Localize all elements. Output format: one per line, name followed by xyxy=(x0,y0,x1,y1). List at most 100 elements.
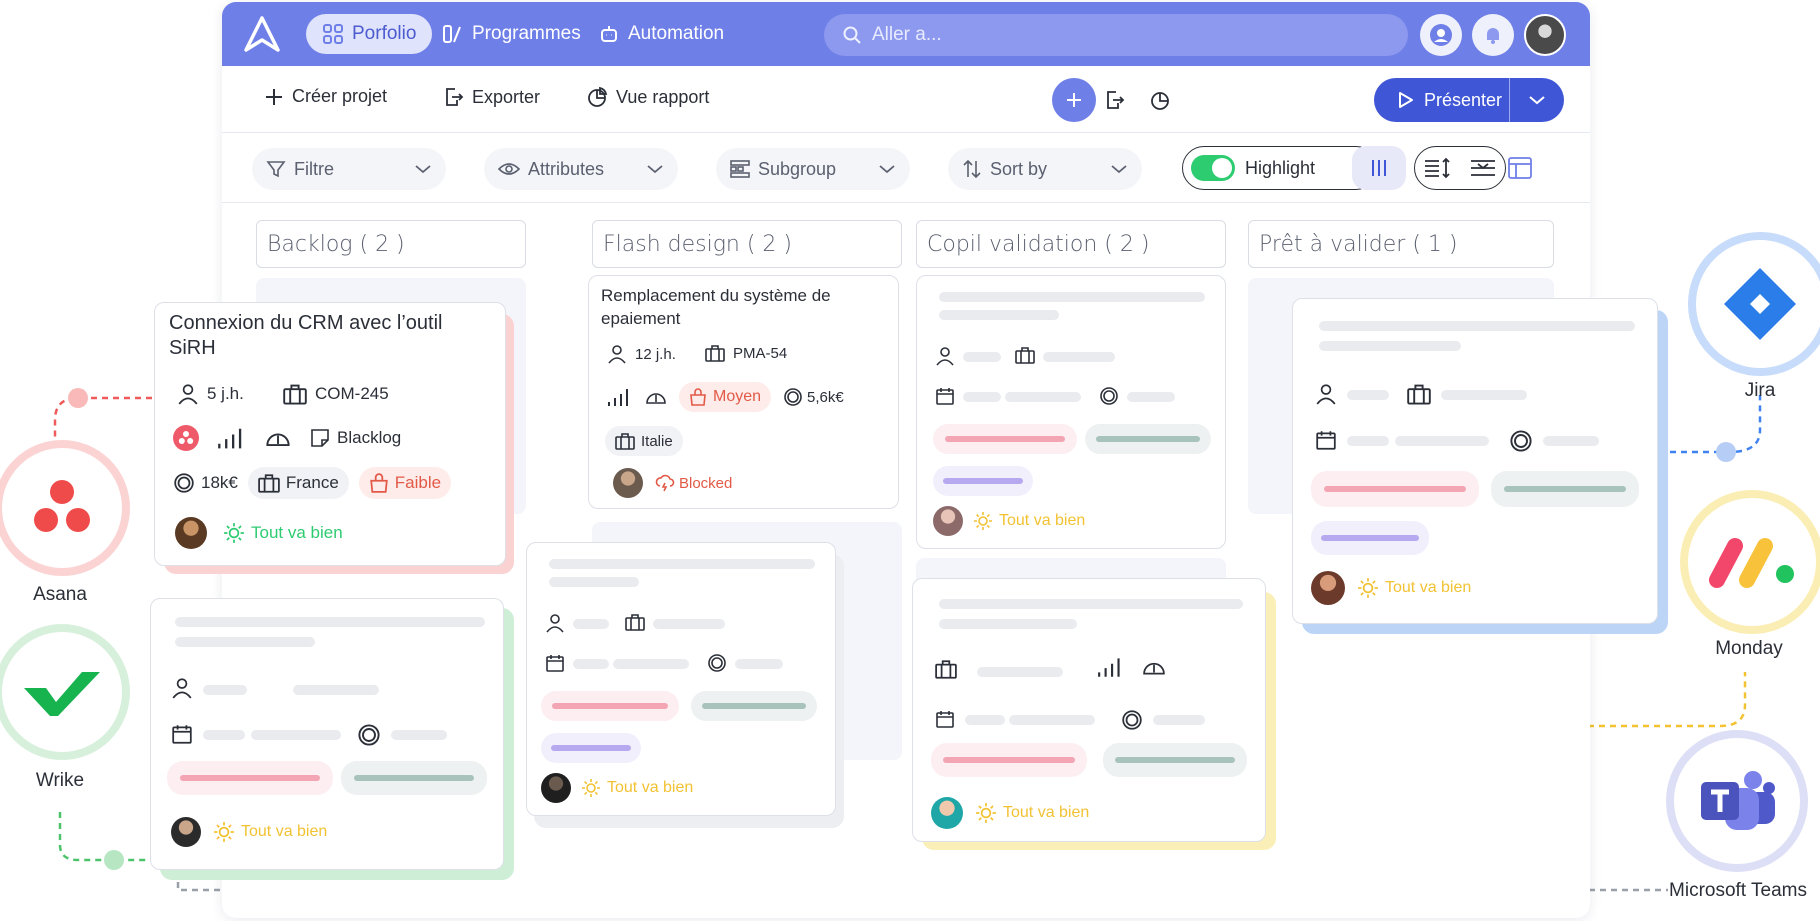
nav-tab-portfolio[interactable]: Porfolio xyxy=(306,14,433,54)
export-icon xyxy=(1103,89,1125,111)
signal-bars-icon xyxy=(607,386,633,408)
priority-value: Faible xyxy=(394,473,442,492)
assignee-avatar[interactable] xyxy=(541,773,571,803)
skeleton-line xyxy=(939,619,1077,629)
assignee-avatar[interactable] xyxy=(613,468,643,498)
wrike-integration[interactable] xyxy=(0,624,130,760)
skeleton-line xyxy=(963,352,1001,362)
search-input[interactable]: Aller a... xyxy=(824,14,1408,56)
skeleton-line xyxy=(1395,436,1489,446)
export-icon-button[interactable] xyxy=(1092,78,1136,122)
signal-bars-icon xyxy=(1097,655,1125,679)
user-icon xyxy=(607,344,627,364)
profile-button[interactable] xyxy=(1420,14,1462,56)
tag-placeholder xyxy=(167,761,333,795)
tag-placeholder xyxy=(933,424,1077,454)
skeleton-line xyxy=(203,685,247,695)
assignee-avatar[interactable] xyxy=(175,517,207,549)
column-title: Flash design ( 2 ) xyxy=(603,231,793,257)
pie-chart-icon xyxy=(586,86,608,108)
present-label: Présenter xyxy=(1424,89,1503,110)
jira-integration[interactable] xyxy=(1688,232,1820,376)
skeleton-line xyxy=(1319,341,1461,351)
sort-icon xyxy=(962,159,982,179)
nav-tab-programmes[interactable]: Programmes xyxy=(426,14,597,54)
export-button[interactable]: Exporter xyxy=(442,86,540,108)
skeleton-line xyxy=(613,659,689,669)
sort-by-dropdown[interactable]: Sort by xyxy=(948,148,1142,190)
wrike-label: Wrike xyxy=(35,770,85,791)
skeleton-line xyxy=(175,637,315,647)
user-avatar[interactable] xyxy=(1524,14,1566,56)
skeleton-line xyxy=(735,659,783,669)
coins-icon xyxy=(783,387,803,407)
programmes-icon xyxy=(442,23,464,45)
column-header-copil-validation: Copil validation ( 2 ) xyxy=(916,220,1226,268)
calendar-icon xyxy=(171,723,193,745)
filter-dropdown[interactable]: Filtre xyxy=(252,148,446,190)
monday-integration[interactable] xyxy=(1680,490,1820,634)
attributes-dropdown[interactable]: Attributes xyxy=(484,148,678,190)
create-project-button[interactable]: Créer projet xyxy=(264,86,387,107)
sun-icon xyxy=(213,821,235,843)
add-button[interactable] xyxy=(1052,78,1096,122)
user-icon xyxy=(171,677,193,699)
chevron-down-icon xyxy=(1528,94,1546,106)
placeholder-card[interactable]: Tout va bien xyxy=(1292,298,1658,624)
row-density-toggle[interactable] xyxy=(1414,146,1506,190)
health-status: Tout va bien xyxy=(975,802,1089,824)
card-title: Connexion du CRM avec l’outil SiRH xyxy=(169,312,443,359)
grid-icon xyxy=(730,160,750,178)
assignee-avatar[interactable] xyxy=(933,506,963,536)
health-value: Tout va bien xyxy=(241,823,328,840)
microsoft-teams-label: Microsoft Teams xyxy=(1669,880,1807,901)
blocked-flag: Blocked xyxy=(655,474,732,492)
columns-view-button[interactable] xyxy=(1352,146,1406,190)
eye-icon xyxy=(498,161,520,177)
health-status: Tout va bien xyxy=(973,511,1085,531)
create-project-label: Créer projet xyxy=(292,86,388,106)
budget: 18k€ xyxy=(173,472,238,494)
columns-icon xyxy=(1369,158,1389,178)
project-card-crm[interactable]: Connexion du CRM avec l’outil SiRH 5 j.h… xyxy=(154,302,506,566)
filterbar-divider xyxy=(222,202,1590,203)
placeholder-footer: Tout va bien xyxy=(933,506,1085,536)
placeholder-meta xyxy=(1315,383,1337,405)
present-dropdown-button[interactable] xyxy=(1510,94,1564,106)
placeholder-card[interactable]: Tout va bien xyxy=(912,578,1266,842)
bag-icon xyxy=(369,473,389,493)
placeholder-meta xyxy=(935,346,955,366)
placeholder-meta xyxy=(545,653,565,673)
project-card-epaiement[interactable]: Remplacement du système de epaiement 12 … xyxy=(588,275,899,509)
nav-tab-automation[interactable]: Automation xyxy=(582,14,740,54)
highlight-toggle[interactable]: Highlight xyxy=(1182,146,1378,190)
layout-view-button[interactable] xyxy=(1498,146,1542,190)
highlight-label: Highlight xyxy=(1245,157,1316,178)
user-icon xyxy=(935,346,955,366)
present-button[interactable]: Présenter xyxy=(1374,78,1510,122)
assignee-avatar[interactable] xyxy=(931,797,963,829)
microsoft-teams-integration[interactable] xyxy=(1666,730,1808,872)
teams-icon xyxy=(1697,766,1777,836)
toggle-switch[interactable] xyxy=(1191,155,1235,181)
nav-tab-label: Porfolio xyxy=(352,23,417,44)
asana-badge-icon xyxy=(173,425,199,451)
placeholder-card[interactable]: Tout va bien xyxy=(526,542,836,816)
subgroup-dropdown[interactable]: Subgroup xyxy=(716,148,910,190)
assignee-avatar[interactable] xyxy=(171,817,201,847)
placeholder-card[interactable]: Tout va bien xyxy=(916,275,1226,549)
plus-icon xyxy=(1064,90,1084,110)
placeholder-meta xyxy=(545,613,565,633)
notifications-button[interactable] xyxy=(1472,14,1514,56)
filter-icon xyxy=(266,159,286,179)
column-title: Backlog ( 2 ) xyxy=(267,231,405,257)
placeholder-meta xyxy=(357,723,381,747)
report-icon-button[interactable] xyxy=(1138,78,1182,122)
asana-integration[interactable] xyxy=(0,440,130,576)
skeleton-line xyxy=(391,730,447,740)
app-logo[interactable] xyxy=(242,16,282,52)
assignee-avatar[interactable] xyxy=(1311,571,1345,605)
placeholder-card[interactable]: Tout va bien xyxy=(150,598,504,870)
report-view-button[interactable]: Vue rapport xyxy=(586,86,709,108)
gauge-icon xyxy=(645,387,667,407)
